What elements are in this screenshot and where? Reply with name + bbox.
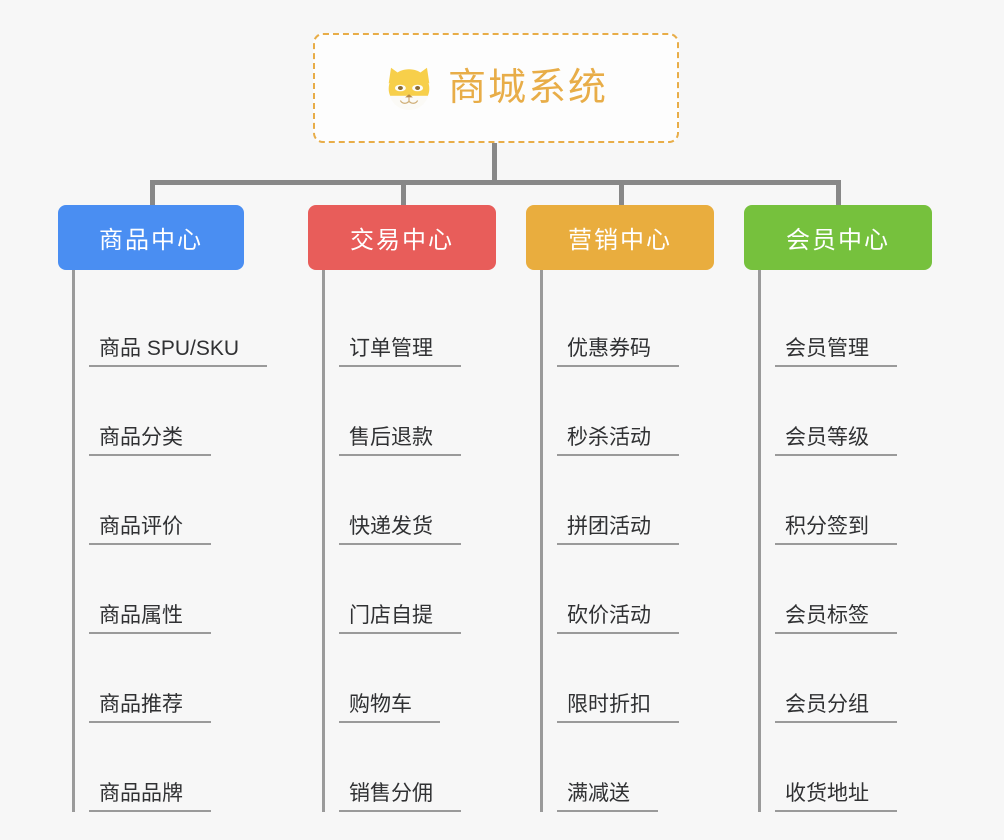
category-header-marketing[interactable]: 营销中心	[526, 205, 714, 270]
connector-drop-1	[150, 180, 155, 205]
list-item[interactable]: 优惠券码	[543, 278, 704, 367]
list-item[interactable]: 商品 SPU/SKU	[75, 278, 268, 367]
leaf-label: 门店自提	[339, 604, 461, 634]
list-item[interactable]: 商品属性	[75, 545, 268, 634]
list-item[interactable]: 限时折扣	[543, 634, 704, 723]
leaf-label: 商品 SPU/SKU	[89, 337, 268, 367]
category-header-product[interactable]: 商品中心	[58, 205, 244, 270]
connector-drop-2	[401, 180, 406, 205]
category-header-member[interactable]: 会员中心	[744, 205, 932, 270]
leaf-label: 秒杀活动	[557, 426, 679, 456]
leaf-list-trade: 订单管理 售后退款 快递发货 门店自提 购物车 销售分佣	[322, 270, 486, 812]
leaf-label: 会员管理	[775, 337, 897, 367]
leaf-label: 商品属性	[89, 604, 211, 634]
list-item[interactable]: 购物车	[325, 634, 486, 723]
list-item[interactable]: 收货地址	[761, 723, 1004, 812]
list-item[interactable]: 满减送	[543, 723, 704, 812]
root-node[interactable]: 商城系统	[313, 33, 679, 143]
category-column-member: 会员中心 会员管理 会员等级 积分签到 会员标签 会员分组	[704, 205, 1004, 812]
leaf-label: 满减送	[557, 782, 658, 812]
category-header-label: 营销中心	[568, 227, 672, 254]
list-item[interactable]: 门店自提	[325, 545, 486, 634]
leaf-label: 商品分类	[89, 426, 211, 456]
list-item[interactable]: 商品分类	[75, 367, 268, 456]
leaf-list-product: 商品 SPU/SKU 商品分类 商品评价 商品属性 商品推荐 商品品牌	[72, 270, 268, 812]
connector-horizontal-bar	[150, 180, 840, 185]
leaf-label: 购物车	[339, 693, 440, 723]
leaf-label: 会员等级	[775, 426, 897, 456]
list-item[interactable]: 拼团活动	[543, 456, 704, 545]
leaf-label: 优惠券码	[557, 337, 679, 367]
leaf-label: 售后退款	[339, 426, 461, 456]
category-header-label: 会员中心	[786, 227, 890, 254]
leaf-list-marketing: 优惠券码 秒杀活动 拼团活动 砍价活动 限时折扣 满减送	[540, 270, 704, 812]
list-item[interactable]: 商品推荐	[75, 634, 268, 723]
leaf-label: 快递发货	[339, 515, 461, 545]
leaf-label: 积分签到	[775, 515, 897, 545]
leaf-label: 订单管理	[339, 337, 461, 367]
root-title: 商城系统	[447, 67, 608, 109]
category-header-trade[interactable]: 交易中心	[308, 205, 496, 270]
list-item[interactable]: 会员标签	[761, 545, 1004, 634]
list-item[interactable]: 商品评价	[75, 456, 268, 545]
leaf-label: 商品品牌	[89, 782, 211, 812]
list-item[interactable]: 订单管理	[325, 278, 486, 367]
list-item[interactable]: 销售分佣	[325, 723, 486, 812]
connector-root-stem	[492, 143, 497, 183]
list-item[interactable]: 会员分组	[761, 634, 1004, 723]
leaf-label: 会员标签	[775, 604, 897, 634]
leaf-label: 商品推荐	[89, 693, 211, 723]
list-item[interactable]: 会员等级	[761, 367, 1004, 456]
list-item[interactable]: 售后退款	[325, 367, 486, 456]
category-header-label: 商品中心	[99, 227, 203, 254]
connector-drop-3	[619, 180, 624, 205]
leaf-label: 收货地址	[775, 782, 897, 812]
list-item[interactable]: 积分签到	[761, 456, 1004, 545]
category-column-trade: 交易中心 订单管理 售后退款 快递发货 门店自提 购物车	[268, 205, 496, 812]
category-column-marketing: 营销中心 优惠券码 秒杀活动 拼团活动 砍价活动 限时折扣	[486, 205, 714, 812]
leaf-label: 会员分组	[775, 693, 897, 723]
list-item[interactable]: 会员管理	[761, 278, 1004, 367]
list-item[interactable]: 商品品牌	[75, 723, 268, 812]
leaf-list-member: 会员管理 会员等级 积分签到 会员标签 会员分组 收货地址	[758, 270, 1004, 812]
leaf-label: 拼团活动	[557, 515, 679, 545]
dog-face-icon	[388, 67, 430, 110]
list-item[interactable]: 快递发货	[325, 456, 486, 545]
leaf-label: 销售分佣	[339, 782, 461, 812]
category-header-label: 交易中心	[350, 227, 454, 254]
list-item[interactable]: 秒杀活动	[543, 367, 704, 456]
list-item[interactable]: 砍价活动	[543, 545, 704, 634]
leaf-label: 商品评价	[89, 515, 211, 545]
connector-drop-4	[836, 180, 841, 205]
category-columns: 商品中心 商品 SPU/SKU 商品分类 商品评价 商品属性 商品推荐	[0, 205, 1004, 812]
leaf-label: 砍价活动	[557, 604, 679, 634]
leaf-label: 限时折扣	[557, 693, 679, 723]
category-column-product: 商品中心 商品 SPU/SKU 商品分类 商品评价 商品属性 商品推荐	[0, 205, 268, 812]
